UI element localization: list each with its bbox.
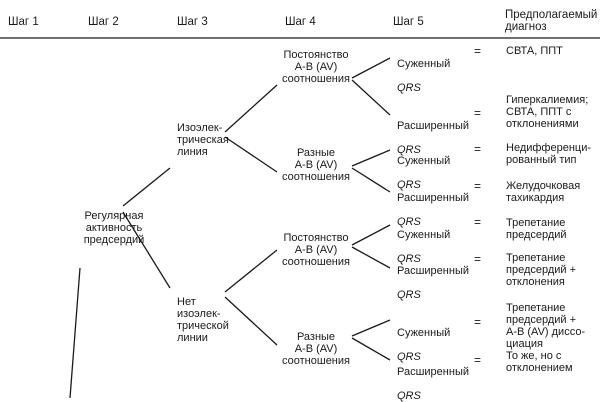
equals-sign: = <box>474 44 482 58</box>
narrow-label: Суженный <box>397 327 451 339</box>
equals-sign: = <box>474 315 482 329</box>
equals-sign: = <box>474 353 482 367</box>
node-narrow-qrs: Суженный QRS <box>397 143 450 191</box>
node-narrow-qrs: Суженный QRS <box>397 46 450 94</box>
node-isoelectric-line: Изоэлек- трическая линия <box>177 122 229 158</box>
diagnosis-svta-ppt: СВТА, ППТ <box>506 45 563 57</box>
branch-line <box>69 267 81 399</box>
narrow-label: Суженный <box>397 58 451 70</box>
diagnosis-ventricular-tachycardia: Желудочковая тахикардия <box>506 180 581 204</box>
node-narrow-qrs: Суженный QRS <box>397 315 450 363</box>
equals-sign: = <box>474 179 482 193</box>
header-step2: Шаг 2 <box>88 16 119 28</box>
diagnosis-undifferentiated: Недифференци- рованный тип <box>506 142 592 166</box>
branch-line <box>351 319 391 337</box>
qrs-label: QRS <box>397 351 421 363</box>
node-no-isoelectric-line: Нет изоэлек- трической линии <box>177 296 229 344</box>
wide-label: Расширенный <box>397 265 469 277</box>
node-wide-qrs: Расширенный QRS <box>397 354 469 402</box>
header-diagnosis: Предполагаемый диагноз <box>505 9 598 33</box>
node-constant-av-ratio: Постоянство А-В (AV) соотношения <box>282 232 350 268</box>
qrs-label: QRS <box>397 390 421 402</box>
branch-line <box>224 84 278 133</box>
branch-line <box>351 224 391 246</box>
qrs-label: QRS <box>397 289 421 301</box>
narrow-label: Суженный <box>397 155 451 167</box>
qrs-label: QRS <box>397 253 421 265</box>
branch-line <box>351 79 391 116</box>
node-wide-qrs: Расширенный QRS <box>397 108 469 156</box>
branch-line <box>351 246 391 269</box>
equals-sign: = <box>474 252 482 266</box>
node-regular-atrial-activity: Регулярная активность предсердий <box>83 210 145 246</box>
qrs-label: QRS <box>397 144 421 156</box>
equals-sign: = <box>474 215 482 229</box>
header-step3: Шаг 3 <box>177 16 208 28</box>
qrs-label: QRS <box>397 216 421 228</box>
branch-line <box>351 167 391 193</box>
node-different-av-ratio: Разные А-В (AV) соотношения <box>282 147 350 183</box>
branch-line <box>122 167 171 207</box>
diagnosis-atrial-flutter-deviations: Трепетание предсердий + отклонения <box>506 252 577 288</box>
branch-line <box>351 57 391 79</box>
diagnosis-hyperkalemia: Гиперкалиемия; СВТА, ППТ с отклонениями <box>506 94 589 130</box>
header-step5: Шаг 5 <box>393 16 424 28</box>
narrow-label: Суженный <box>397 229 451 241</box>
branch-line <box>224 296 278 346</box>
node-constant-av-ratio: Постоянство А-В (AV) соотношения <box>282 49 350 85</box>
branch-line <box>351 337 391 361</box>
qrs-label: QRS <box>397 179 421 191</box>
header-step4: Шаг 4 <box>285 16 316 28</box>
header-step1: Шаг 1 <box>8 16 39 28</box>
qrs-label: QRS <box>397 82 421 94</box>
node-narrow-qrs: Суженный QRS <box>397 217 450 265</box>
branch-line <box>122 211 171 289</box>
node-wide-qrs: Расширенный QRS <box>397 180 469 228</box>
equals-sign: = <box>474 142 482 156</box>
wide-label: Расширенный <box>397 120 469 132</box>
diagnosis-same-with-deviation: То же, но с отклонением <box>506 350 573 374</box>
wide-label: Расширенный <box>397 192 469 204</box>
branch-line <box>224 136 278 173</box>
branch-line <box>351 149 391 167</box>
diagnosis-atrial-flutter-av-dissociation: Трепетание предсердий + А-В (AV) диссо- … <box>506 302 586 350</box>
node-wide-qrs: Расширенный QRS <box>397 253 469 301</box>
diagnosis-atrial-flutter: Трепетание предсердий <box>506 217 567 241</box>
wide-label: Расширенный <box>397 366 469 378</box>
node-different-av-ratio: Разные А-В (AV) соотношения <box>282 331 350 367</box>
branch-line <box>224 249 278 293</box>
equals-sign: = <box>474 106 482 120</box>
